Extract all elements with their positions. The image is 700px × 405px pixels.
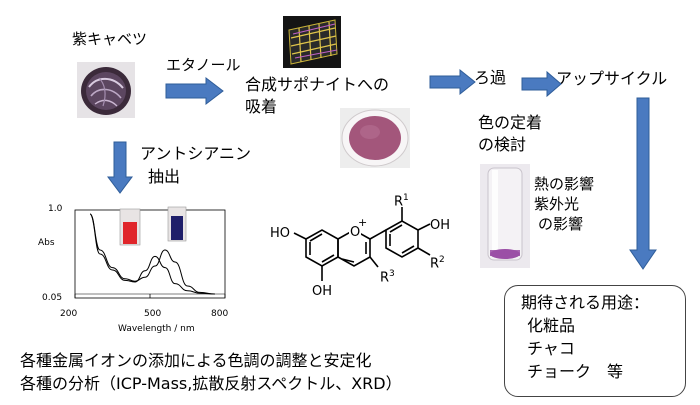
label-adsorption-line2: 吸着 bbox=[245, 97, 278, 116]
xtick-200: 200 bbox=[60, 309, 78, 319]
uses-item-chalk: チョーク 等 bbox=[527, 362, 624, 381]
label-heat-effect: 熱の影響 bbox=[534, 175, 595, 193]
uses-title: 期待される用途： bbox=[521, 293, 650, 312]
structure-r3: R3 bbox=[380, 269, 395, 286]
spectrum-line-1 bbox=[89, 213, 216, 295]
label-uv-line2: の影響 bbox=[538, 215, 584, 233]
label-upcycle: アップサイクル bbox=[556, 69, 668, 88]
structure-ho-left: HO bbox=[270, 226, 291, 241]
label-anthocyanin-line1: アントシアニン bbox=[140, 144, 252, 163]
xtick-500: 500 bbox=[144, 309, 162, 319]
pigment-dish-photo bbox=[340, 108, 410, 168]
structure-r1: R1 bbox=[394, 193, 409, 210]
label-bottom-line1: 各種金属イオンの添加による色調の調整と安定化 bbox=[20, 351, 372, 370]
plot-frame bbox=[74, 209, 226, 299]
x-axis-label: Wavelength / nm bbox=[118, 324, 195, 334]
arrow-right-ethanol bbox=[165, 76, 224, 106]
navy-solution-cuvette bbox=[171, 216, 183, 240]
y-axis-label: Abs bbox=[38, 238, 55, 248]
structure-plus: + bbox=[358, 216, 368, 229]
label-adsorption-line1: 合成サポナイトへの bbox=[245, 75, 390, 94]
purple-cabbage-photo bbox=[77, 62, 135, 118]
structure-oh-bottom: OH bbox=[312, 284, 333, 299]
saponite-crystal-image bbox=[283, 16, 341, 68]
vial-photo bbox=[480, 164, 530, 268]
ytick-bottom: 0.05 bbox=[42, 293, 63, 303]
arrow-right-filtration bbox=[429, 68, 476, 96]
structure-oxonium: O bbox=[349, 223, 362, 242]
structure-oh-right: OH bbox=[430, 218, 451, 233]
expected-uses-box: 期待される用途： 化粧品 チャコ チョーク 等 bbox=[504, 285, 686, 397]
label-anthocyanin-line2: 抽出 bbox=[148, 167, 181, 186]
absorbance-spectrum-chart: 1.0 Abs 0.05 bbox=[20, 198, 235, 316]
label-fixation-line2: の検討 bbox=[478, 135, 527, 154]
uses-item-cosmetics: 化粧品 bbox=[527, 316, 576, 335]
ytick-top: 1.0 bbox=[48, 204, 63, 214]
arrow-down-extraction bbox=[107, 141, 133, 194]
label-fixation-line1: 色の定着 bbox=[478, 113, 543, 132]
arrow-right-upcycle bbox=[521, 70, 562, 98]
label-uv-line1: 紫外光 bbox=[534, 195, 580, 213]
label-bottom-line2: 各種の分析（ICP-Mass,拡散反射スペクトル、XRD） bbox=[20, 374, 402, 393]
structure-r2: R2 bbox=[430, 255, 445, 272]
label-ethanol: エタノール bbox=[166, 56, 241, 74]
label-filtration: ろ過 bbox=[474, 68, 507, 87]
arrow-down-uses bbox=[629, 97, 657, 270]
spectrum-line-2 bbox=[89, 213, 216, 295]
red-solution-cuvette bbox=[123, 222, 137, 244]
anthocyanin-structure: HO O + OH R3 R1 OH R2 bbox=[270, 193, 460, 320]
label-purple-cabbage: 紫キャベツ bbox=[72, 30, 148, 48]
xtick-800: 800 bbox=[211, 309, 229, 319]
cuvette-inset bbox=[119, 206, 187, 246]
uses-item-chaco: チャコ bbox=[527, 339, 575, 358]
